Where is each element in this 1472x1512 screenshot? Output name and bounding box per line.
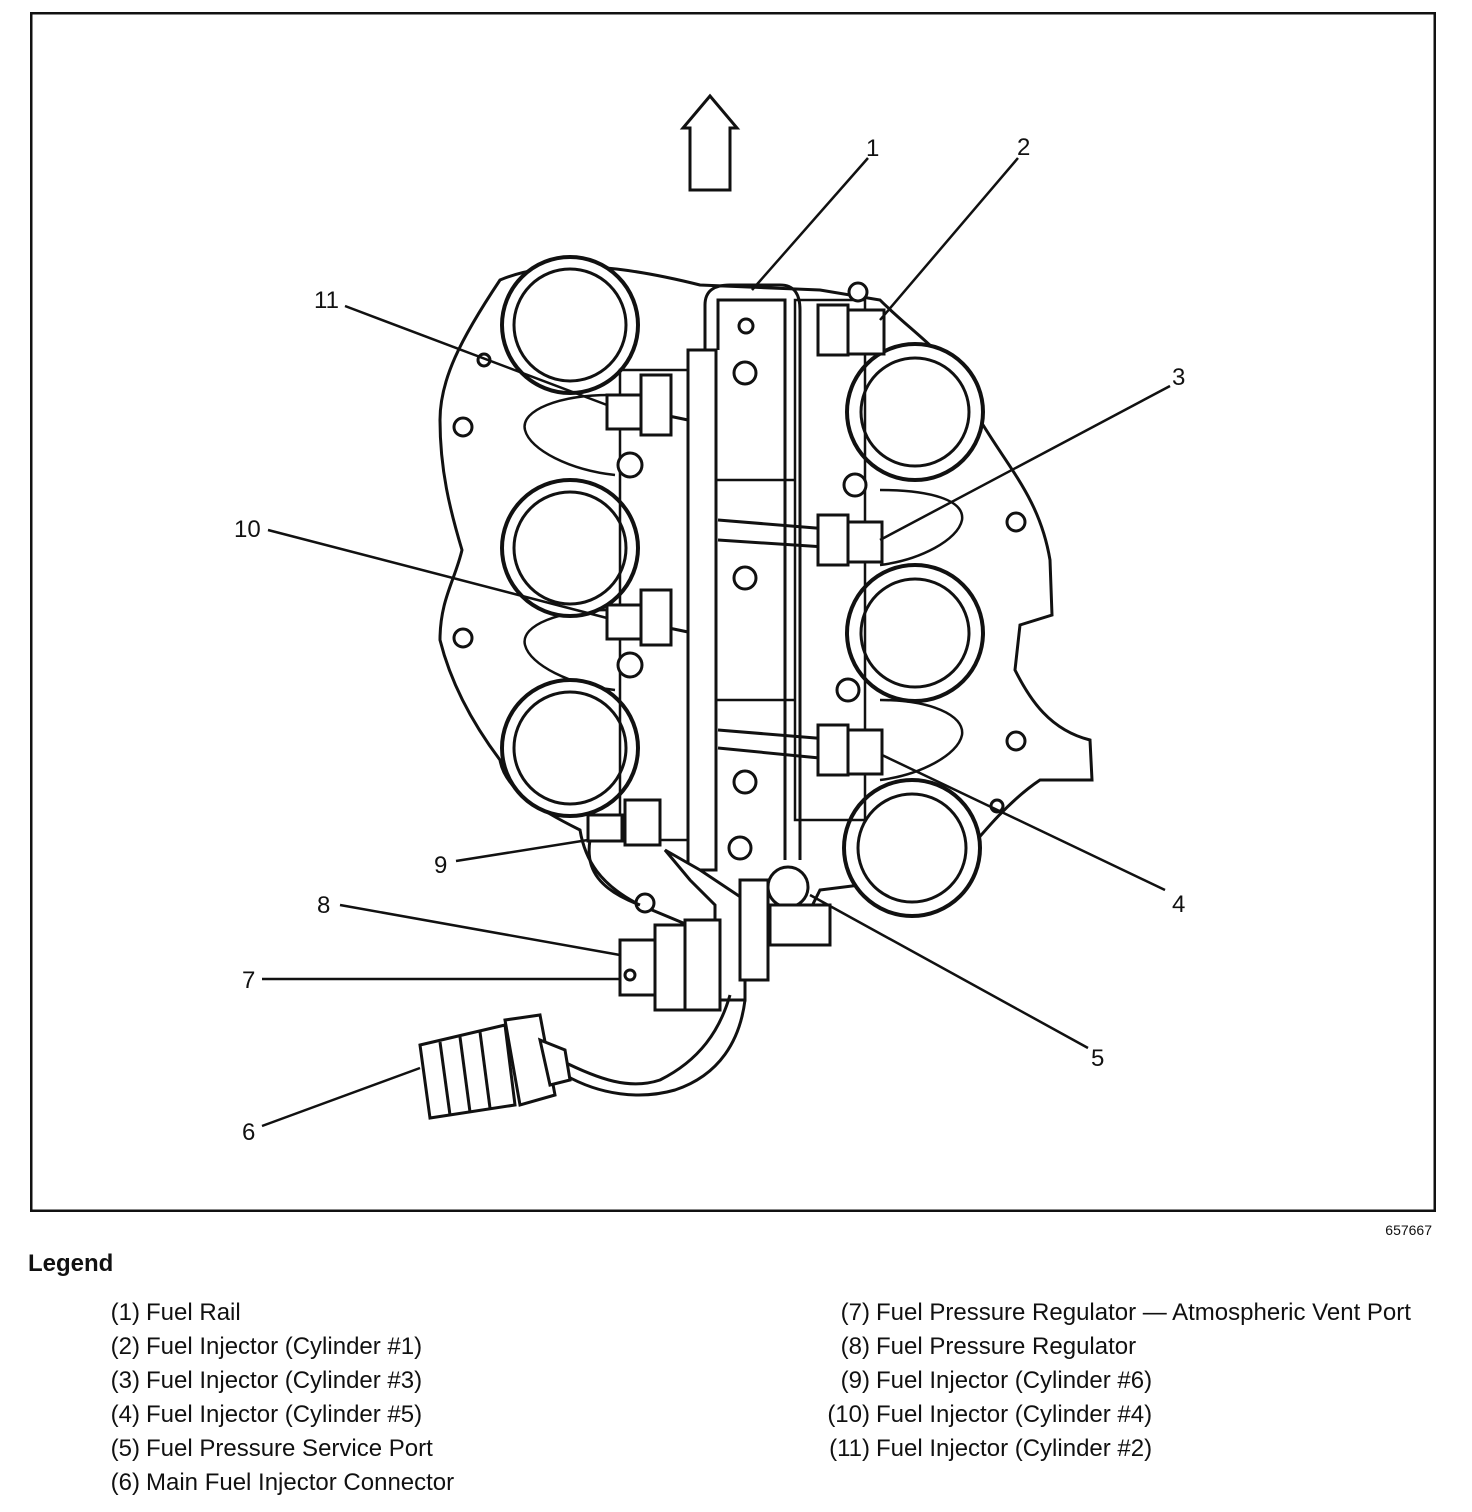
injector-cyl-6 xyxy=(586,813,624,843)
legend-text: Fuel Injector (Cylinder #5) xyxy=(146,1401,423,1428)
fuel-injectors xyxy=(586,303,886,847)
injector-cyl-3 xyxy=(846,520,884,564)
diagram-frame: 1 2 3 4 5 6 7 8 9 10 11 xyxy=(30,12,1436,1212)
mounting-holes xyxy=(452,352,1027,814)
callout-6: 6 xyxy=(242,1119,255,1146)
legend-number: (1) xyxy=(110,1299,140,1326)
direction-arrow-icon xyxy=(679,93,741,192)
injector-cyl-4 xyxy=(605,603,643,641)
callout-labels: 1 2 3 4 5 6 7 8 9 10 11 xyxy=(234,134,1185,1146)
legend-item: (8) Fuel Pressure Regulator xyxy=(790,1332,1450,1362)
legend-item: (2) Fuel Injector (Cylinder #1) xyxy=(60,1332,760,1362)
callout-5: 5 xyxy=(1091,1045,1104,1072)
legend-number: (11) xyxy=(829,1435,870,1462)
legend-item: (5) Fuel Pressure Service Port xyxy=(60,1434,760,1464)
legend-item: (9) Fuel Injector (Cylinder #6) xyxy=(790,1366,1450,1396)
legend-text: Fuel Injector (Cylinder #3) xyxy=(146,1367,423,1394)
intake-ports-left xyxy=(500,255,640,818)
wiring-harness xyxy=(559,839,747,1097)
legend-column-right: (7) Fuel Pressure Regulator — Atmospheri… xyxy=(790,1298,1450,1468)
injector-cyl-5 xyxy=(844,728,884,776)
legend-title: Legend xyxy=(28,1250,114,1277)
callout-11: 11 xyxy=(314,287,339,314)
legend-text: Fuel Injector (Cylinder #6) xyxy=(876,1367,1153,1394)
legend-text: Fuel Rail xyxy=(146,1299,241,1326)
rail-bolts xyxy=(616,281,869,861)
legend-item: (1) Fuel Rail xyxy=(60,1298,760,1328)
legend-number: (10) xyxy=(827,1401,870,1428)
leader-lines xyxy=(261,157,1171,1128)
legend-number: (8) xyxy=(840,1333,870,1360)
legend-text: Main Fuel Injector Connector xyxy=(146,1469,455,1496)
callout-3: 3 xyxy=(1172,364,1185,391)
legend-text: Fuel Pressure Regulator — Atmospheric Ve… xyxy=(876,1299,1411,1326)
legend-number: (6) xyxy=(110,1469,140,1496)
main-connector xyxy=(418,1013,572,1120)
legend-item: (7) Fuel Pressure Regulator — Atmospheri… xyxy=(790,1298,1450,1328)
callout-1: 1 xyxy=(866,135,879,162)
pressure-regulator xyxy=(618,848,770,1012)
callout-7: 7 xyxy=(242,967,255,994)
intake-ports-right xyxy=(842,342,985,918)
callout-8: 8 xyxy=(317,892,330,919)
service-port xyxy=(766,865,832,947)
legend-text: Fuel Pressure Service Port xyxy=(146,1435,433,1462)
callout-9: 9 xyxy=(434,852,447,879)
legend-number: (4) xyxy=(110,1401,140,1428)
legend-number: (3) xyxy=(110,1367,140,1394)
legend-number: (7) xyxy=(840,1299,870,1326)
injector-cyl-2 xyxy=(605,393,643,431)
legend-item: (4) Fuel Injector (Cylinder #5) xyxy=(60,1400,760,1430)
legend-column-left: (1) Fuel Rail (2) Fuel Injector (Cylinde… xyxy=(60,1298,760,1502)
fuel-rail xyxy=(639,283,841,872)
legend-item: (3) Fuel Injector (Cylinder #3) xyxy=(60,1366,760,1396)
legend-item: (10) Fuel Injector (Cylinder #4) xyxy=(790,1400,1450,1430)
legend-item: (6) Main Fuel Injector Connector xyxy=(60,1468,760,1498)
callout-10: 10 xyxy=(234,516,261,543)
callout-4: 4 xyxy=(1172,891,1185,918)
figure-id: 657667 xyxy=(1385,1222,1432,1238)
callout-2: 2 xyxy=(1017,134,1030,161)
legend-number: (5) xyxy=(110,1435,140,1462)
legend-text: Fuel Injector (Cylinder #4) xyxy=(876,1401,1153,1428)
legend-text: Fuel Pressure Regulator xyxy=(876,1333,1137,1360)
legend-number: (9) xyxy=(840,1367,870,1394)
injector-cyl-1 xyxy=(846,308,886,356)
legend-item: (11) Fuel Injector (Cylinder #2) xyxy=(790,1434,1450,1464)
legend-text: Fuel Injector (Cylinder #2) xyxy=(876,1435,1153,1462)
legend-number: (2) xyxy=(110,1333,140,1360)
legend-text: Fuel Injector (Cylinder #1) xyxy=(146,1333,423,1360)
